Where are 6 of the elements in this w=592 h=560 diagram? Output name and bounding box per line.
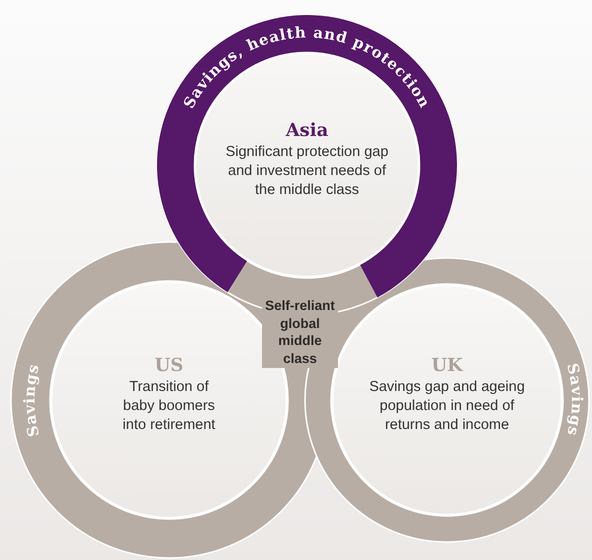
region-title: UK	[431, 355, 463, 376]
region-description: Savings gap and ageing population in need of returns and income	[368, 378, 526, 435]
region-description: Significant protection gap and investment needs of the middle class	[224, 143, 390, 200]
region-title: US	[154, 355, 184, 376]
region-description: Transition of baby boomers into retirement	[122, 378, 216, 435]
region-title: Asia	[286, 120, 328, 142]
